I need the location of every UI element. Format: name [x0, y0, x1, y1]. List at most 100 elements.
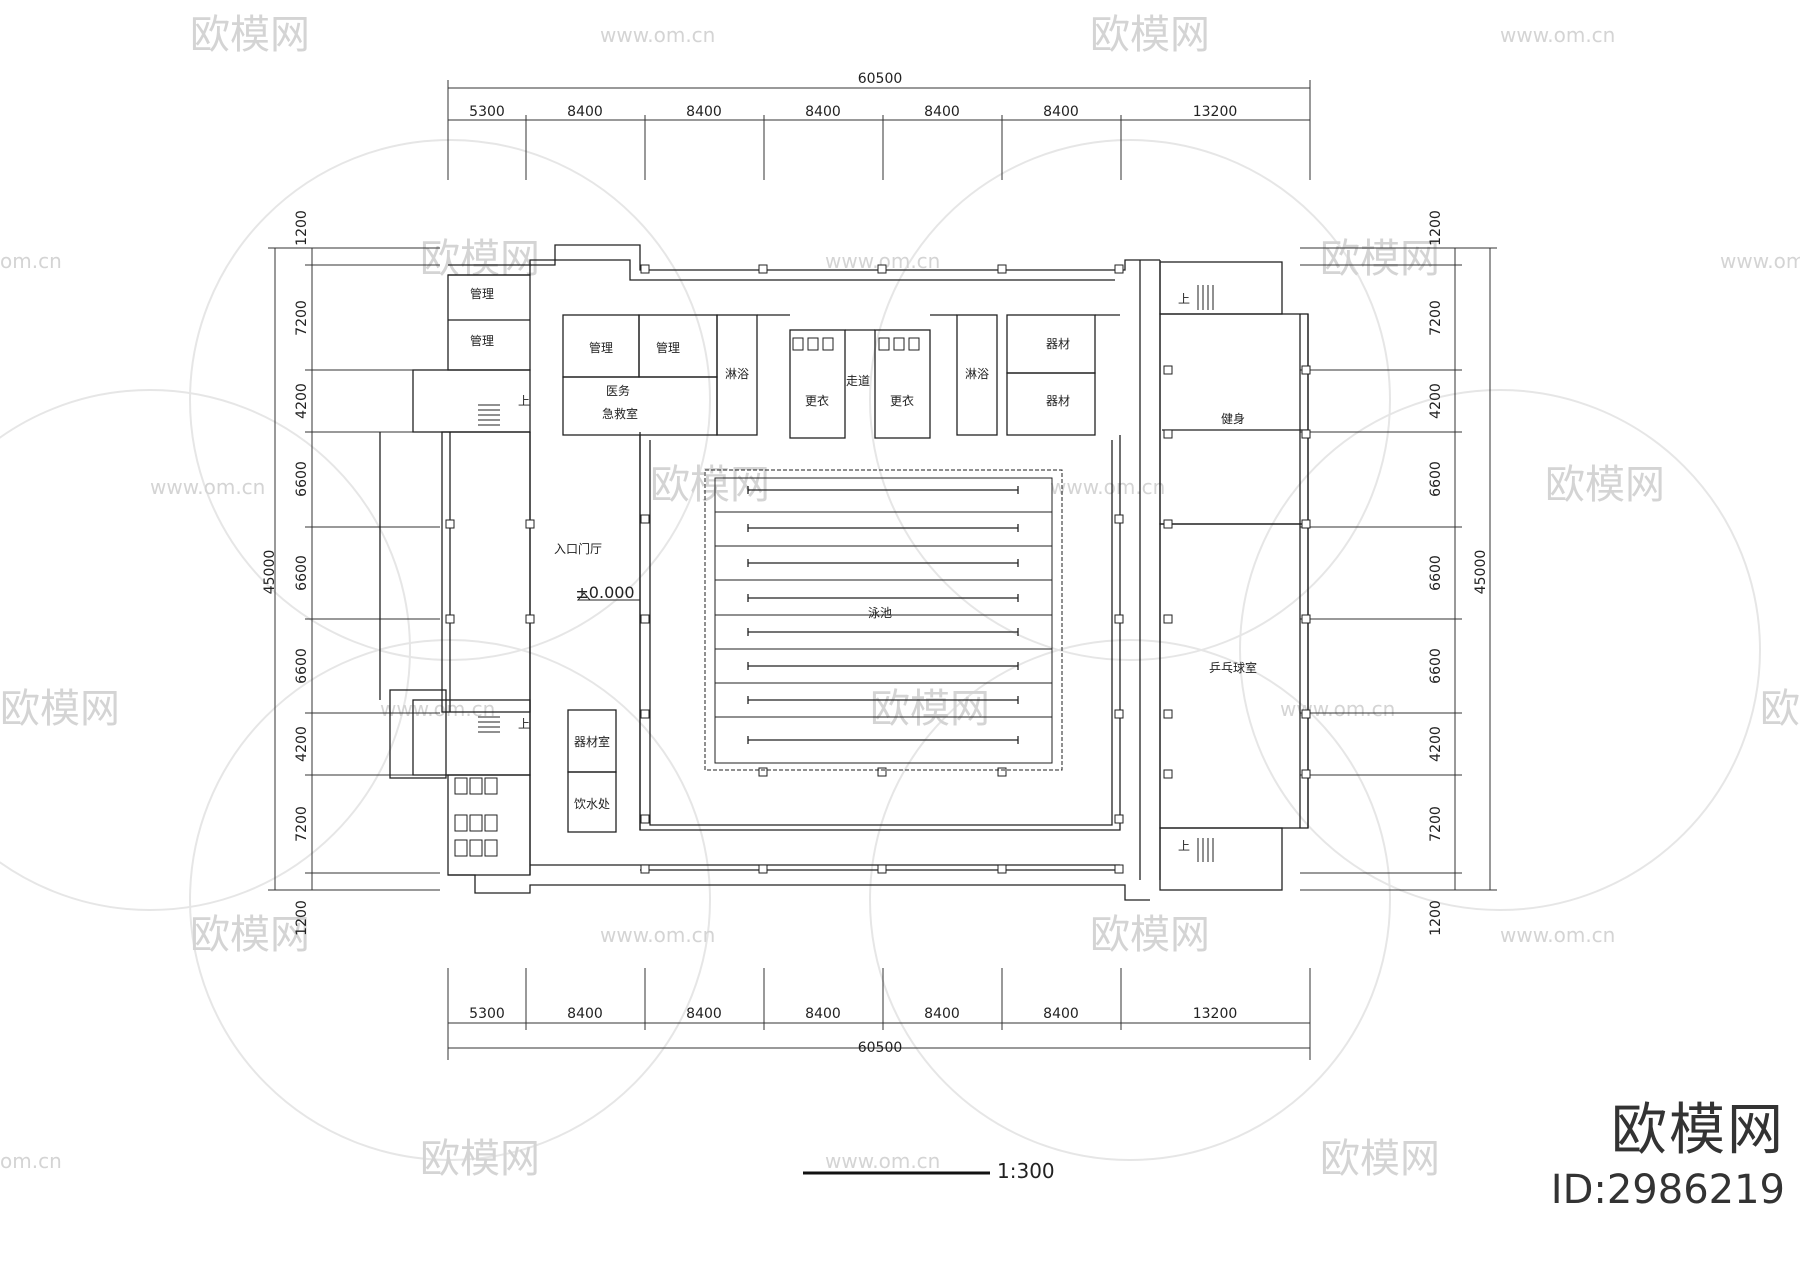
dimension-segment: 6600 — [1428, 555, 1444, 591]
stairs — [478, 285, 1214, 862]
dimension-total-bottom: 60500 — [858, 1040, 903, 1056]
dimension-segment: 4200 — [294, 383, 310, 419]
dimension-segment: 13200 — [1193, 104, 1238, 120]
dimension-segment: 8400 — [686, 1006, 722, 1022]
brand-stamp: 欧模网 ID:2986219 — [1515, 1085, 1785, 1235]
dimension-segment: 13200 — [1193, 1006, 1238, 1022]
watermark-brand: 欧模网 — [1760, 686, 1800, 732]
building-walls — [379, 244, 1309, 901]
lane-markers — [747, 486, 1019, 744]
pool — [704, 469, 1063, 771]
dimension-segment: 6600 — [294, 461, 310, 497]
stair-left-lower — [478, 711, 500, 733]
watermark-layer: 欧模网 欧模网 www.om.cn www.om.cn 欧模网 欧模网 www.… — [0, 12, 1800, 1182]
watermark-url: www.om.cn — [1280, 697, 1395, 721]
watermark-brand: 欧模网 — [190, 912, 310, 958]
dimension-segment: 8400 — [567, 104, 603, 120]
pool-lanes — [715, 511, 1052, 718]
scale-label: 1:300 — [997, 1159, 1055, 1183]
dimension-labels-bottom: 5300 8400 8400 8400 8400 8400 13200 6050… — [469, 1006, 1237, 1056]
dimension-segment: 8400 — [686, 104, 722, 120]
stair-left-upper — [478, 404, 500, 426]
room-fitness: 健身 — [1221, 411, 1245, 426]
room-management: 管理 — [589, 340, 613, 355]
room-labels: 管理 管理 管理 管理 医务 急救室 淋浴 淋浴 更衣 更衣 走道 器材 器材 … — [470, 286, 1257, 853]
dimension-segment: 1200 — [1428, 210, 1444, 246]
dimension-labels-left: 1200 7200 4200 6600 6600 6600 4200 7200 … — [262, 210, 310, 936]
watermark-url: www.om.cn — [1500, 23, 1615, 47]
room-equipment: 器材 — [1046, 394, 1070, 408]
dimension-segment: 1200 — [294, 900, 310, 936]
room-medical: 医务 — [606, 383, 630, 398]
stair-up-label: 上 — [518, 717, 530, 731]
stair-right-upper — [1197, 285, 1214, 310]
dimension-lines — [268, 80, 1497, 1060]
watermark-url: www.om.cn — [1720, 249, 1800, 273]
dimension-segment: 5300 — [469, 104, 505, 120]
stair-up-label: 上 — [1178, 292, 1190, 306]
room-lobby: 入口门厅 — [554, 541, 602, 556]
room-drinking: 饮水处 — [574, 797, 610, 811]
level-mark: ±0.000 — [575, 583, 634, 602]
dimension-segment: 8400 — [805, 1006, 841, 1022]
room-pool: 泳池 — [868, 606, 892, 620]
watermark-url: www.om.cn — [600, 923, 715, 947]
watermark-brand: 欧模网 — [420, 1136, 540, 1182]
dimension-segment: 1200 — [1428, 900, 1444, 936]
watermark-brand: 欧模网 — [650, 462, 770, 508]
dimension-segment: 6600 — [1428, 461, 1444, 497]
watermark-url: www.om.cn — [150, 475, 265, 499]
dimension-segment: 4200 — [294, 726, 310, 762]
dimension-labels-right: 1200 7200 4200 6600 6600 6600 4200 7200 … — [1428, 210, 1489, 936]
watermark-url: www.om.cn — [600, 23, 715, 47]
room-changing-left: 更衣 — [805, 393, 829, 408]
dimension-total-top: 60500 — [858, 71, 903, 87]
dimension-total-left: 45000 — [262, 550, 278, 595]
watermark-url: www.om.cn — [1500, 923, 1615, 947]
dimension-total-right: 45000 — [1473, 550, 1489, 595]
room-management: 管理 — [656, 340, 680, 355]
watermark-url: om.cn — [0, 1149, 62, 1173]
watermark-brand: 欧模网 — [870, 686, 990, 732]
dimension-segment: 7200 — [1428, 806, 1444, 842]
room-storage: 器材室 — [574, 734, 610, 749]
dimension-segment: 6600 — [1428, 648, 1444, 684]
brand-id: ID:2986219 — [1550, 1167, 1785, 1213]
dimension-segment: 8400 — [924, 1006, 960, 1022]
watermark-brand: 欧模网 — [1090, 912, 1210, 958]
dimension-segment: 8400 — [805, 104, 841, 120]
room-equipment: 器材 — [1046, 337, 1070, 351]
stair-up-label: 上 — [518, 394, 530, 408]
watermark-url: www.om.cn — [380, 697, 495, 721]
watermark-url: om.cn — [0, 249, 62, 273]
room-management: 管理 — [470, 286, 494, 301]
room-changing-right: 更衣 — [890, 393, 914, 408]
dimension-segment: 8400 — [924, 104, 960, 120]
watermark-url: www.om.cn — [825, 1149, 940, 1173]
dimension-segment: 8400 — [1043, 1006, 1079, 1022]
dimension-segment: 6600 — [294, 648, 310, 684]
room-shower-right: 淋浴 — [965, 367, 989, 381]
dimension-segment: 6600 — [294, 555, 310, 591]
dimension-segment: 7200 — [1428, 300, 1444, 336]
scale-bar: 1:300 — [803, 1159, 1055, 1183]
dimension-segment: 1200 — [294, 210, 310, 246]
brand-name: 欧模网 — [1611, 1098, 1785, 1163]
watermark-brand: 欧模网 — [0, 686, 120, 732]
room-shower-left: 淋浴 — [725, 367, 749, 381]
dimension-segment: 8400 — [567, 1006, 603, 1022]
stair-right-lower — [1197, 838, 1214, 862]
room-pingpong: 乒乓球室 — [1209, 660, 1257, 675]
dimension-labels-top: 60500 5300 8400 8400 8400 8400 8400 1320… — [469, 71, 1237, 120]
watermark-url: www.om.cn — [1050, 475, 1165, 499]
watermark-brand: 欧模网 — [1545, 462, 1665, 508]
dimension-segment: 5300 — [469, 1006, 505, 1022]
dimension-segment: 8400 — [1043, 104, 1079, 120]
watermark-brand: 欧模网 — [190, 12, 310, 58]
watermark-brand: 欧模网 — [1320, 1136, 1440, 1182]
dimension-segment: 4200 — [1428, 383, 1444, 419]
watermark-brand: 欧模网 — [420, 236, 540, 282]
dimension-segment: 4200 — [1428, 726, 1444, 762]
watermark-brand: 欧模网 — [1320, 236, 1440, 282]
